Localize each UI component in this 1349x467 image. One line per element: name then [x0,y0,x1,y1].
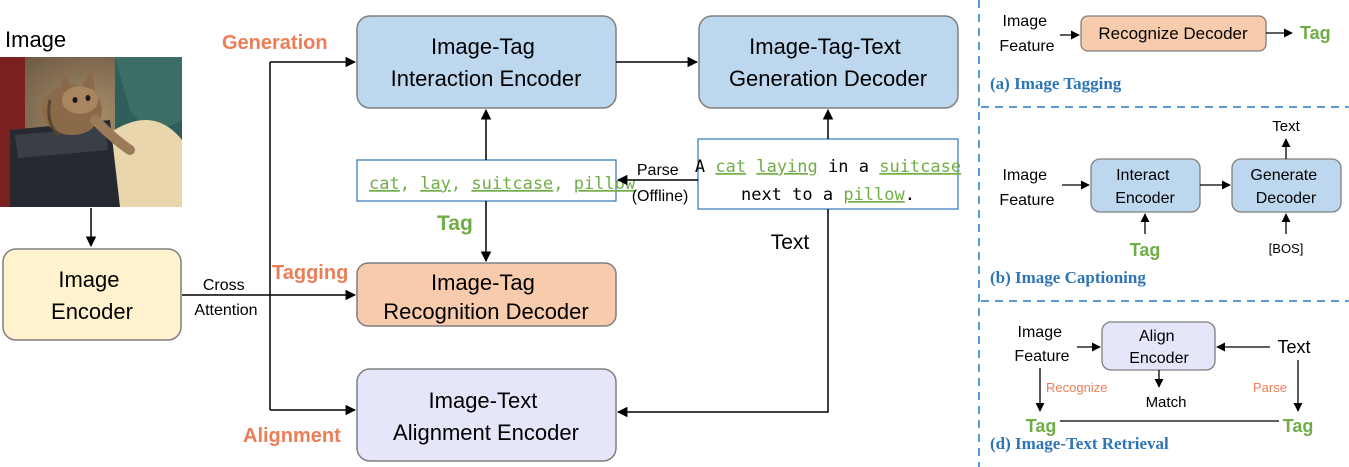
cross-attention-label: Cross Attention [194,277,257,319]
image-encoder-label: Image Encoder [51,267,133,324]
panel-b-caption: (b) Image Captioning [990,268,1146,287]
recognition-decoder-label: Image-Tag Recognition Decoder [383,270,588,324]
tag-item: cat [369,174,400,194]
generation-decoder-box: Image-Tag-Text Generation Decoder [698,15,959,109]
panel-b-text: Text [1272,118,1300,135]
interaction-encoder-box: Image-Tag Interaction Encoder [356,15,617,109]
panel-b-image-feature: Image Feature [999,167,1054,209]
bos-token: [BOS] [1269,241,1304,256]
recognize-decoder-label: Recognize Decoder [1098,24,1248,43]
tag-item: suitcase [471,174,553,194]
panel-d-tag-right: Tag [1283,416,1314,436]
recognize-label: Recognize [1046,380,1107,395]
panel-d-tag-left: Tag [1026,416,1057,436]
align-encoder-label: Align Encoder [1129,328,1189,367]
panel-b-tag: Tag [1130,240,1161,260]
parse-offline-label: Parse (Offline) [632,162,689,205]
panel-image-tagging: Image Feature Recognize Decoder Tag (a) … [990,13,1331,93]
panel-d-image-feature: Image Feature [1014,324,1069,365]
match-label: Match [1146,394,1187,411]
alignment-encoder-label: Image-Text Alignment Encoder [393,388,579,445]
caption-text-box: A cat laying in a suitcase next to a pil… [695,138,961,210]
generation-label: Generation [222,32,328,54]
tag-list: cat, lay, suitcase, pillow [369,174,636,194]
panel-a-image-feature: Image Feature [999,13,1054,55]
panel-d-text: Text [1277,337,1310,357]
tag-label: Tag [437,212,473,235]
panel-a-tag: Tag [1300,23,1331,43]
generation-decoder-label: Image-Tag-Text Generation Decoder [729,34,927,91]
tag-list-box: cat, lay, suitcase, pillow [356,159,636,202]
generate-decoder-label: Generate Decoder [1250,167,1321,207]
panel-image-captioning: Image Feature Interact Encoder Generate … [990,118,1342,287]
panel-d-caption: (d) Image-Text Retrieval [990,434,1169,453]
panel-a-caption: (a) Image Tagging [990,74,1122,93]
image-encoder-box: Image Encoder [2,248,182,341]
panel-image-text-retrieval: Image Feature Align Encoder Text Recogni… [990,321,1314,453]
interact-encoder-label: Interact Encoder [1115,167,1175,207]
cat-photo [0,57,182,207]
alignment-encoder-box: Image-Text Alignment Encoder [356,368,617,462]
alignment-label: Alignment [243,425,341,447]
parse-label: Parse [1253,380,1287,395]
text-label: Text [771,231,810,254]
interaction-encoder-label: Image-Tag Interaction Encoder [391,34,582,91]
tagging-label: Tagging [272,262,348,284]
tag-item: pillow [574,174,636,194]
tag-item: lay [420,174,451,194]
recognition-decoder-box: Image-Tag Recognition Decoder [356,262,617,327]
image-label: Image [5,27,66,52]
caption-line-1: A cat laying in a suitcase [695,157,961,177]
caption-line-2: next to a pillow. [741,185,915,205]
